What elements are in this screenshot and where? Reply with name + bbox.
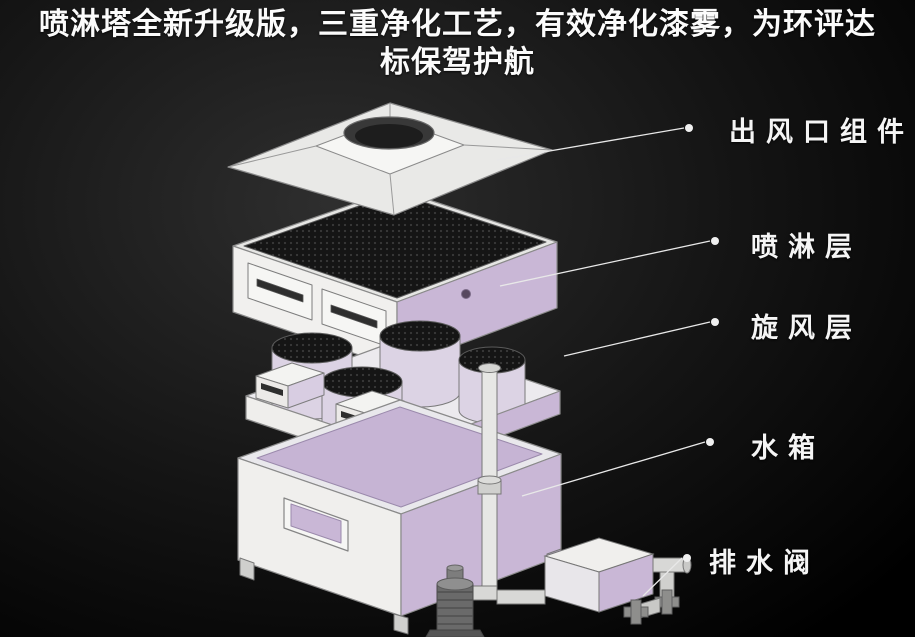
distributor-slot xyxy=(261,383,283,396)
headline-line-1: 喷淋塔全新升级版，三重净化工艺，有效净化漆雾，为环评达 xyxy=(39,8,876,41)
tank-access-panel-inner xyxy=(290,503,342,544)
vent-slot-left xyxy=(256,278,304,303)
label-dot-cyclone-layer xyxy=(711,318,719,326)
circulation-pipe xyxy=(477,363,502,598)
label-air-outlet-assembly: 出风口组件 xyxy=(729,117,914,147)
leader-line-water-tank xyxy=(521,441,706,497)
pump-and-drain-assembly xyxy=(425,537,692,637)
drain-valve-handle-lower xyxy=(623,599,649,625)
label-dot-air-outlet xyxy=(685,124,693,132)
label-drain-valve: 排水阀 xyxy=(709,548,820,578)
air-outlet-hood xyxy=(227,102,553,216)
water-tank-box xyxy=(237,399,562,635)
label-dot-drain-valve xyxy=(683,554,691,562)
leader-lines xyxy=(496,127,711,597)
water-pump xyxy=(425,564,485,637)
tank-leg xyxy=(239,557,255,581)
tank-interior xyxy=(256,406,543,508)
pump-to-housing-pipe xyxy=(496,589,546,605)
spray-box-mesh-top xyxy=(243,192,547,299)
vent-slot-right xyxy=(330,304,378,329)
headline-line-2: 标保驾护航 xyxy=(380,46,535,79)
pipe-top-flange xyxy=(478,363,501,373)
label-water-tank: 水箱 xyxy=(751,433,825,463)
pump-base xyxy=(425,629,485,637)
label-spray-layer: 喷淋层 xyxy=(751,232,862,262)
leader-line-drain-valve xyxy=(642,557,683,597)
cyclone-cylinder-back-right xyxy=(379,320,461,408)
cyclone-mesh-top xyxy=(379,320,461,352)
label-dot-spray-layer xyxy=(711,237,719,245)
leader-line-cyclone-layer xyxy=(563,321,711,357)
spray-layer-box xyxy=(232,188,558,369)
label-cyclone-layer: 旋风层 xyxy=(751,313,862,343)
cyclone-mesh-top xyxy=(271,332,353,364)
cyclone-mesh-top xyxy=(321,366,403,398)
pump-housing-box xyxy=(543,537,655,613)
headline: 喷淋塔全新升级版，三重净化工艺，有效净化漆雾，为环评达 标保驾护航 xyxy=(0,6,915,82)
label-dot-water-tank xyxy=(706,438,714,446)
tank-leg xyxy=(393,613,409,635)
air-outlet-opening-inner xyxy=(355,124,423,148)
distributor-box-left xyxy=(255,362,325,409)
leader-line-air-outlet xyxy=(496,127,685,161)
leader-line-spray-layer xyxy=(499,240,711,287)
spray-box-drain-hole xyxy=(461,289,471,299)
label-dots xyxy=(683,124,719,562)
